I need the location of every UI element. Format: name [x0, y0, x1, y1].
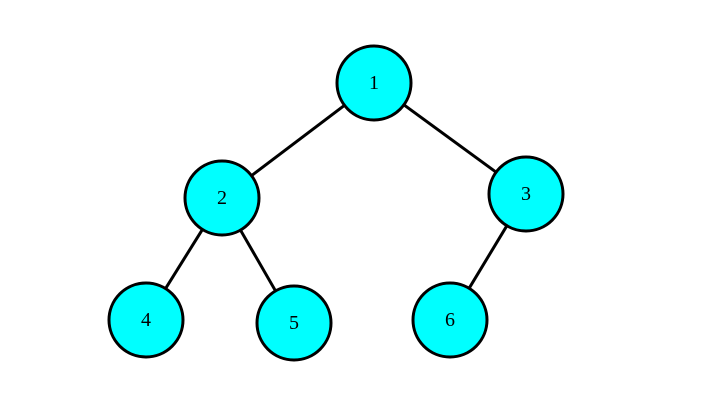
node-6: 6 — [411, 281, 489, 359]
node-1: 1 — [335, 44, 413, 122]
node-circle-4 — [107, 281, 185, 359]
node-circle-1 — [335, 44, 413, 122]
edge-1-2 — [250, 104, 346, 177]
node-label-6: 6 — [445, 309, 455, 331]
tree-edges — [164, 103, 509, 292]
node-circle-3 — [487, 155, 565, 233]
node-circle-5 — [255, 284, 333, 362]
edge-3-6 — [467, 224, 509, 290]
edge-2-4 — [164, 228, 204, 290]
node-label-1: 1 — [369, 72, 379, 94]
node-circle-6 — [411, 281, 489, 359]
node-3: 3 — [487, 155, 565, 233]
edge-2-5 — [239, 229, 277, 292]
node-label-3: 3 — [521, 183, 531, 205]
node-5: 5 — [255, 284, 333, 362]
node-4: 4 — [107, 281, 185, 359]
edge-1-3 — [402, 103, 498, 174]
tree-nodes: 1 2 3 4 5 6 — [107, 44, 565, 362]
node-label-2: 2 — [217, 187, 227, 209]
node-2: 2 — [183, 159, 261, 237]
node-label-5: 5 — [289, 312, 299, 334]
node-label-4: 4 — [141, 309, 151, 331]
node-circle-2 — [183, 159, 261, 237]
